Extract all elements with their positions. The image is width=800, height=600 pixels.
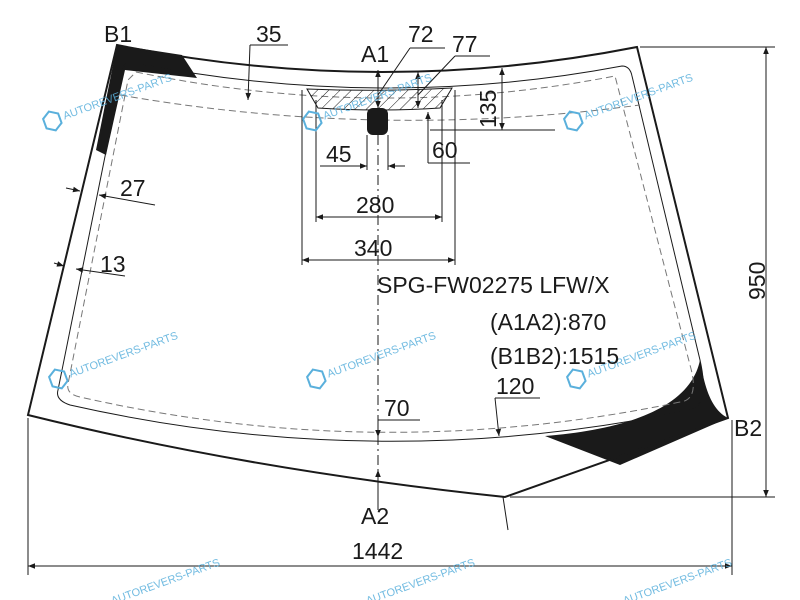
point-b2-label: B2 — [734, 415, 762, 441]
black-band-top-left — [96, 45, 197, 155]
svg-text:AUTOREVERS-PARTS: AUTOREVERS-PARTS — [110, 557, 222, 600]
diagonal-b1b2: (B1B2):1515 — [490, 343, 619, 369]
svg-text:AUTOREVERS-PARTS: AUTOREVERS-PARTS — [326, 330, 438, 381]
dim-70: 70 — [384, 395, 410, 421]
dim-950: 950 — [744, 262, 770, 300]
dim-13: 13 — [100, 251, 126, 277]
dim-1442: 1442 — [352, 538, 403, 564]
glass-inner-edge — [57, 61, 704, 442]
dimension-lines — [27, 44, 775, 575]
point-a1-label: A1 — [361, 41, 389, 67]
dim-60: 60 — [432, 137, 458, 163]
svg-text:AUTOREVERS-PARTS: AUTOREVERS-PARTS — [583, 72, 695, 123]
point-b1-label: B1 — [104, 21, 132, 47]
black-band-bottom-right — [545, 360, 728, 465]
dim-35: 35 — [256, 21, 282, 47]
svg-text:AUTOREVERS-PARTS: AUTOREVERS-PARTS — [622, 557, 734, 600]
dim-72: 72 — [408, 21, 434, 47]
dim-77: 77 — [452, 31, 478, 57]
part-code: SPG-FW02275 LFW/X — [377, 272, 610, 298]
dim-120: 120 — [496, 373, 534, 399]
mirror-mount — [367, 108, 388, 135]
upper-dashed-line — [119, 94, 641, 121]
dim-135: 135 — [475, 90, 501, 128]
dim-340: 340 — [354, 235, 392, 261]
dim-45: 45 — [326, 141, 352, 167]
svg-text:AUTOREVERS-PARTS: AUTOREVERS-PARTS — [68, 330, 180, 381]
dim-280: 280 — [356, 192, 394, 218]
dim-27: 27 — [120, 175, 146, 201]
glass-outline — [26, 43, 730, 499]
diagonal-a1a2: (A1A2):870 — [490, 309, 606, 335]
point-a2-label: A2 — [361, 503, 389, 529]
